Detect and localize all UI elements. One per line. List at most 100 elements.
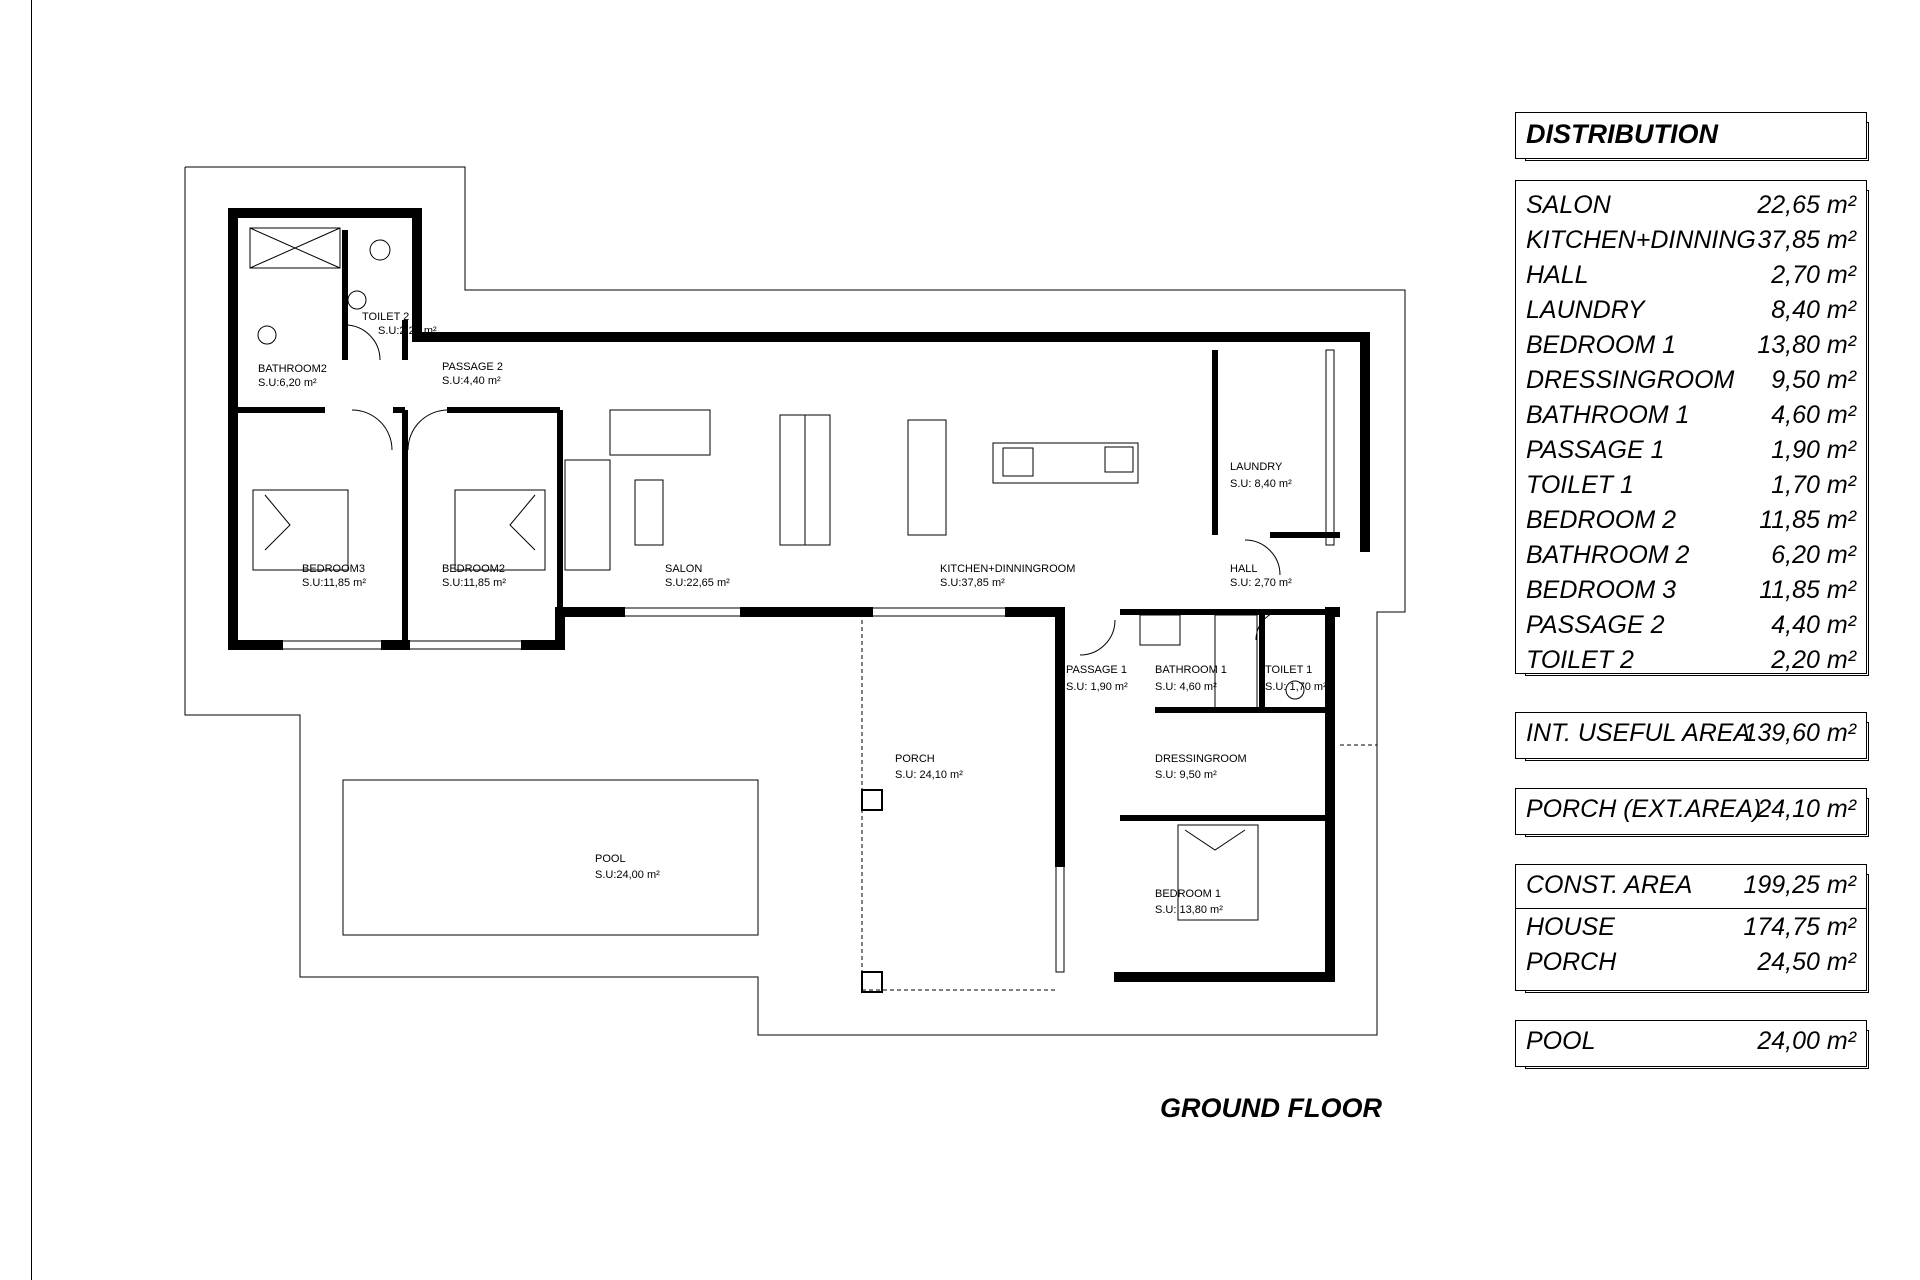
row-label: BATHROOM 1: [1526, 401, 1690, 429]
label-salon-name: SALON: [665, 563, 702, 575]
house-value: 174,75 m²: [1743, 913, 1856, 941]
label-passage1-area: S.U: 1,90 m²: [1066, 681, 1128, 693]
const-area-row: CONST. AREA 199,25 m²: [1526, 871, 1856, 905]
label-toilet1-area: S.U: 1,70 m²: [1265, 681, 1327, 693]
porch-ext-value: 24,10 m²: [1757, 795, 1856, 823]
doors: [344, 324, 1287, 656]
useful-area-value: 139,60 m²: [1743, 719, 1856, 747]
porch-ext-box: PORCH (EXT.AREA)24,10 m²: [1515, 788, 1867, 835]
row-value: 11,85 m²: [1759, 506, 1856, 534]
row-value: 4,60 m²: [1771, 401, 1856, 429]
label-porch-area: S.U: 24,10 m²: [895, 769, 963, 781]
distribution-row: HALL 2,70 m²: [1526, 261, 1856, 295]
row-label: PASSAGE 1: [1526, 436, 1665, 464]
windows: [277, 332, 1335, 973]
distribution-row: PASSAGE 1 1,90 m²: [1526, 436, 1856, 470]
row-label: BEDROOM 3: [1526, 576, 1677, 604]
row-label: BEDROOM 1: [1526, 331, 1677, 359]
label-laundry-area: S.U: 8,40 m²: [1230, 478, 1292, 490]
row-value: 9,50 m²: [1771, 366, 1856, 394]
label-hall-area: S.U: 2,70 m²: [1230, 577, 1292, 589]
row-value: 6,20 m²: [1771, 541, 1856, 569]
label-hall-name: HALL: [1230, 563, 1258, 575]
label-kitchen-name: KITCHEN+DINNINGROOM: [940, 563, 1075, 575]
distribution-title: DISTRIBUTION: [1526, 119, 1718, 149]
row-value: 1,90 m²: [1771, 436, 1856, 464]
pool-area-value: 24,00 m²: [1757, 1027, 1856, 1055]
label-passage2-area: S.U:4,40 m²: [442, 375, 501, 387]
row-label: DRESSINGROOM: [1526, 366, 1735, 394]
distribution-row: BEDROOM 1 13,80 m²: [1526, 331, 1856, 365]
row-value: 11,85 m²: [1759, 576, 1856, 604]
row-label: SALON: [1526, 191, 1611, 219]
row-value: 1,70 m²: [1771, 471, 1856, 499]
row-value: 13,80 m²: [1757, 331, 1856, 359]
label-pool-area: S.U:24,00 m²: [595, 869, 660, 881]
distribution-row: TOILET 1 1,70 m²: [1526, 471, 1856, 505]
distribution-row: BEDROOM 3 11,85 m²: [1526, 576, 1856, 610]
row-label: BATHROOM 2: [1526, 541, 1690, 569]
label-bedroom3-name: BEDROOM3: [302, 563, 365, 575]
row-value: 4,40 m²: [1771, 611, 1856, 639]
const-area-label: CONST. AREA: [1526, 871, 1693, 899]
label-bathroom1-area: S.U: 4,60 m²: [1155, 681, 1217, 693]
label-dressingroom-area: S.U: 9,50 m²: [1155, 769, 1217, 781]
label-dressingroom-name: DRESSINGROOM: [1155, 753, 1247, 765]
room-labels: TOILET 2 S.U:2,20 m² BATHROOM2 S.U:6,20 …: [258, 311, 1327, 916]
label-bedroom1-name: BEDROOM 1: [1155, 888, 1221, 900]
exterior-walls: [228, 208, 1370, 982]
row-label: KITCHEN+DINNING: [1526, 226, 1756, 254]
label-bedroom2-area: S.U:11,85 m²: [442, 577, 506, 589]
label-bedroom3-area: S.U:11,85 m²: [302, 577, 366, 589]
label-kitchen-area: S.U:37,85 m²: [940, 577, 1005, 589]
label-bathroom2-area: S.U:6,20 m²: [258, 377, 317, 389]
label-passage2-name: PASSAGE 2: [442, 361, 503, 373]
row-value: 2,20 m²: [1771, 646, 1856, 674]
label-salon-area: S.U:22,65 m²: [665, 577, 730, 589]
plot-outline: [184, 166, 1406, 1036]
pool-area-box: POOL 24,00 m²: [1515, 1020, 1867, 1067]
furniture: [249, 227, 1305, 921]
label-bathroom2-name: BATHROOM2: [258, 363, 327, 375]
distribution-row: BATHROOM 1 4,60 m²: [1526, 401, 1856, 435]
useful-area-label: INT. USEFUL AREA: [1526, 719, 1751, 747]
distribution-row: BATHROOM 2 6,20 m²: [1526, 541, 1856, 575]
row-label: LAUNDRY: [1526, 296, 1645, 324]
label-toilet2-name: TOILET 2: [362, 311, 409, 323]
pool-area-row: POOL 24,00 m²: [1526, 1027, 1856, 1061]
sheet-border: [31, 0, 32, 1280]
distribution-row: DRESSINGROOM 9,50 m²: [1526, 366, 1856, 400]
label-porch-name: PORCH: [895, 753, 935, 765]
row-label: HALL: [1526, 261, 1589, 289]
row-value: 8,40 m²: [1771, 296, 1856, 324]
pool-area-label: POOL: [1526, 1027, 1596, 1055]
porch-ext-row: PORCH (EXT.AREA)24,10 m²: [1526, 795, 1856, 829]
label-toilet1-name: TOILET 1: [1265, 664, 1312, 676]
label-toilet2-area: S.U:2,20 m²: [378, 325, 437, 337]
row-value: 2,70 m²: [1771, 261, 1856, 289]
row-value: 37,85 m²: [1757, 226, 1856, 254]
const-area-value: 199,25 m²: [1743, 871, 1856, 899]
row-label: PASSAGE 2: [1526, 611, 1665, 639]
porch: [861, 620, 1055, 993]
row-label: TOILET 1: [1526, 471, 1634, 499]
distribution-row: PASSAGE 2 4,40 m²: [1526, 611, 1856, 645]
label-bedroom2-name: BEDROOM2: [442, 563, 505, 575]
label-bedroom1-area: S.U: 13,80 m²: [1155, 904, 1223, 916]
porch-ext-label: PORCH (EXT.AREA): [1526, 795, 1762, 823]
distribution-title-box: DISTRIBUTION: [1515, 112, 1867, 159]
label-passage1-name: PASSAGE 1: [1066, 664, 1127, 676]
label-pool-name: POOL: [595, 853, 626, 865]
plan-title: GROUND FLOOR: [1160, 1093, 1382, 1123]
